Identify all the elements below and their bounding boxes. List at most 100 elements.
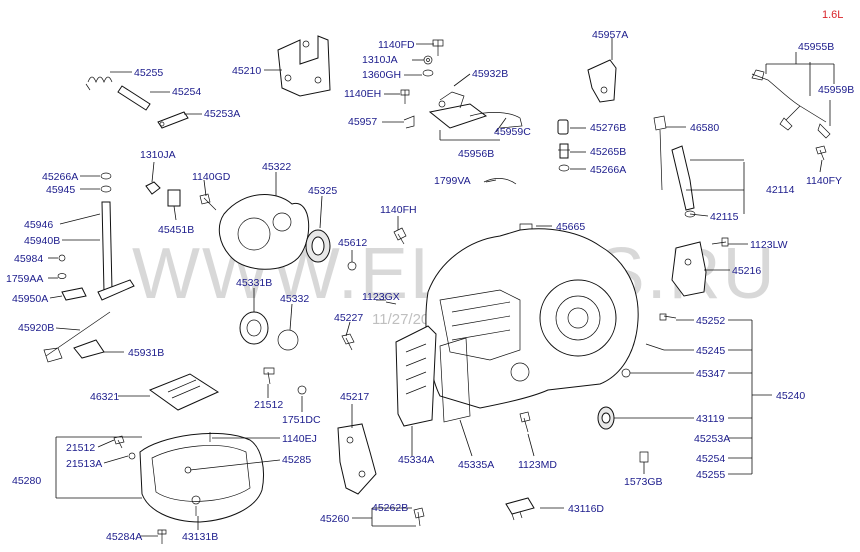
label-45959b[interactable]: 45959B: [818, 84, 854, 96]
part-bolt-1140fh[interactable]: [393, 227, 407, 245]
label-45266a-right[interactable]: 45266A: [590, 164, 626, 176]
part-oilpan-45280[interactable]: [139, 432, 264, 523]
part-pin-45254[interactable]: [117, 85, 151, 111]
part-oring-45266a-right[interactable]: [558, 164, 570, 172]
label-45920b[interactable]: 45920B: [18, 322, 54, 334]
label-1123md[interactable]: 1123MD: [518, 459, 557, 471]
part-sensor-43116d[interactable]: [505, 497, 535, 521]
label-45217[interactable]: 45217: [340, 391, 369, 403]
label-42115[interactable]: 42115: [710, 211, 739, 223]
label-46580[interactable]: 46580: [690, 122, 719, 134]
part-bolt-1123md[interactable]: [519, 411, 531, 433]
part-case-45240[interactable]: [425, 228, 639, 409]
part-oring-45266a[interactable]: [100, 172, 112, 180]
label-45955b[interactable]: 45955B: [798, 41, 834, 53]
label-45334a[interactable]: 45334A: [398, 454, 434, 466]
label-45984[interactable]: 45984: [14, 253, 43, 265]
part-lever-45253a[interactable]: [157, 111, 189, 129]
part-strainer-46321[interactable]: [148, 373, 220, 411]
label-45612[interactable]: 45612: [338, 237, 367, 249]
label-1310ja[interactable]: 1310JA: [140, 149, 176, 161]
label-43116d[interactable]: 43116D: [568, 503, 604, 515]
label-45332[interactable]: 45332: [280, 293, 309, 305]
part-cover-45334a[interactable]: [395, 325, 437, 427]
label-1140fd[interactable]: 1140FD: [378, 39, 415, 51]
part-bolt-1123gx[interactable]: [385, 301, 397, 305]
label-1310ja-top[interactable]: 1310JA: [362, 54, 398, 66]
label-1751dc[interactable]: 1751DC: [282, 414, 321, 426]
label-1799va[interactable]: 1799VA: [434, 175, 471, 187]
label-45331b[interactable]: 45331B: [236, 277, 272, 289]
label-45322[interactable]: 45322: [262, 161, 291, 173]
part-lever-45950a[interactable]: [61, 287, 87, 301]
label-1140gd[interactable]: 1140GD: [192, 171, 231, 183]
part-pin-45984[interactable]: [58, 254, 66, 262]
part-seal-45325[interactable]: [305, 229, 331, 263]
label-45946[interactable]: 45946: [24, 219, 53, 231]
label-45254[interactable]: 45254: [172, 86, 201, 98]
label-45253a-right[interactable]: 45253A: [694, 433, 730, 445]
part-oring-45332[interactable]: [277, 329, 299, 351]
label-46321[interactable]: 46321: [90, 391, 119, 403]
part-dipstick-46580[interactable]: [653, 115, 667, 191]
label-45255-right[interactable]: 45255: [696, 469, 725, 481]
part-nut-1310ja[interactable]: [145, 181, 161, 195]
label-1140fh[interactable]: 1140FH: [380, 204, 417, 216]
part-clip-45957[interactable]: [403, 115, 415, 129]
part-washer-1360gh[interactable]: [422, 69, 434, 77]
part-bolt-1140fd[interactable]: [432, 39, 444, 56]
part-bolt-1140eh[interactable]: [400, 89, 410, 104]
label-43131b[interactable]: 43131B: [182, 531, 218, 543]
part-gear-45331b[interactable]: [239, 311, 269, 345]
label-45335a[interactable]: 45335A: [458, 459, 494, 471]
label-21513a[interactable]: 21513A: [66, 458, 102, 470]
part-oring-1759aa[interactable]: [57, 273, 67, 279]
label-42114[interactable]: 42114: [766, 184, 795, 196]
part-bracket-45216[interactable]: [671, 241, 707, 297]
part-bolt-1123lw[interactable]: [711, 237, 729, 247]
part-clip-1799va[interactable]: [483, 178, 517, 185]
part-bracket-45217[interactable]: [337, 423, 377, 495]
label-45665[interactable]: 45665: [556, 221, 585, 233]
label-45245[interactable]: 45245: [696, 345, 725, 357]
part-bolt-45252[interactable]: [659, 313, 677, 321]
label-1140fy[interactable]: 1140FY: [806, 175, 842, 187]
label-45240[interactable]: 45240: [776, 390, 805, 402]
label-45956b[interactable]: 45956B: [458, 148, 494, 160]
part-spring-45255[interactable]: [85, 76, 113, 91]
label-45950a[interactable]: 45950A: [12, 293, 48, 305]
part-washer-1751dc[interactable]: [297, 385, 307, 395]
label-45227[interactable]: 45227: [334, 312, 363, 324]
label-45280[interactable]: 45280: [12, 475, 41, 487]
label-45957[interactable]: 45957: [348, 116, 377, 128]
label-45255[interactable]: 45255: [134, 67, 163, 79]
label-45451b[interactable]: 45451B: [158, 224, 194, 236]
part-seal-43119[interactable]: [597, 406, 615, 430]
label-45262b[interactable]: 45262B: [372, 502, 408, 514]
label-1360gh[interactable]: 1360GH: [362, 69, 401, 81]
label-45266a[interactable]: 45266A: [42, 171, 78, 183]
label-1140ej[interactable]: 1140EJ: [282, 433, 317, 445]
label-43119[interactable]: 43119: [696, 413, 725, 425]
label-21512[interactable]: 21512: [254, 399, 283, 411]
part-shaft-45940b[interactable]: [97, 201, 135, 301]
label-45276b[interactable]: 45276B: [590, 122, 626, 134]
label-45285[interactable]: 45285: [282, 454, 311, 466]
part-oring-42115[interactable]: [684, 210, 696, 218]
part-bolt-45227[interactable]: [341, 333, 355, 351]
part-bracket-45957a[interactable]: [587, 59, 617, 103]
label-45945[interactable]: 45945: [46, 184, 75, 196]
label-45940b[interactable]: 45940B: [24, 235, 60, 247]
part-nut-1310ja-top[interactable]: [423, 55, 433, 65]
label-21512-pan[interactable]: 21512: [66, 442, 95, 454]
label-45254-right[interactable]: 45254: [696, 453, 725, 465]
label-1573gb[interactable]: 1573GB: [624, 476, 663, 488]
part-cover-45322[interactable]: [218, 194, 310, 270]
part-plug-45347[interactable]: [621, 368, 631, 378]
label-45252[interactable]: 45252: [696, 315, 725, 327]
part-plug-45276b[interactable]: [557, 119, 569, 135]
label-1759aa[interactable]: 1759AA: [6, 273, 43, 285]
label-45957a[interactable]: 45957A: [592, 29, 628, 41]
label-1140eh[interactable]: 1140EH: [344, 88, 381, 100]
part-bolt-1140fy[interactable]: [815, 145, 827, 161]
